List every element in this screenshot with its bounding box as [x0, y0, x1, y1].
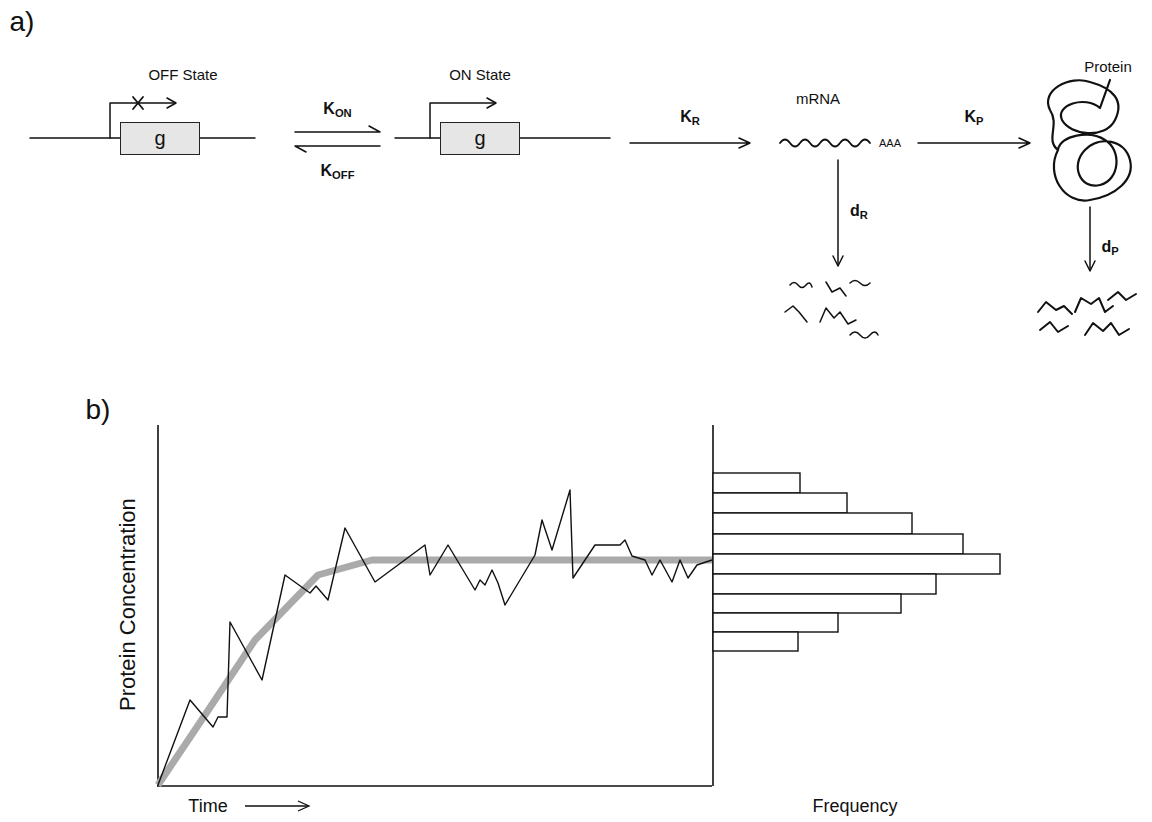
mrna-fragment [826, 282, 846, 296]
poly-a-tail: AAA [879, 137, 901, 150]
histogram-bar [713, 613, 838, 632]
panel-label: b) [86, 394, 111, 426]
axis-title: Time [188, 796, 227, 817]
rate-arrow [918, 138, 1030, 148]
arrow-head [833, 256, 843, 266]
state-heading: ON State [449, 66, 511, 83]
rate-constant: KON [323, 100, 351, 120]
off-cross [133, 97, 143, 109]
rate-constant: dR [850, 202, 868, 222]
arrow-head [1085, 261, 1095, 271]
mrna-fragment [785, 306, 807, 322]
mean-curve [158, 560, 712, 785]
rate-constant: dP [1101, 238, 1118, 258]
histogram-bar [713, 534, 963, 554]
stochastic-trace [158, 490, 712, 785]
gene-box: g [440, 122, 520, 155]
mrna-node: mRNA [775, 85, 915, 165]
axis-title: Frequency [812, 796, 897, 817]
y-axis [157, 425, 159, 786]
histogram-bar [713, 594, 901, 613]
state-heading: OFF State [148, 66, 217, 83]
arrow-head [298, 801, 309, 811]
rate-arrow [630, 138, 750, 148]
state-heading: mRNA [796, 90, 840, 107]
histogram-bar [713, 493, 847, 513]
gene-off-state: OFF State g [30, 60, 255, 160]
histogram-bar [713, 574, 936, 594]
histogram-bar [713, 513, 912, 534]
rate-arrow [295, 146, 380, 152]
protein-node: Protein [1035, 55, 1142, 210]
mrna-fragment [820, 308, 856, 324]
rate-constant: KOFF [321, 162, 355, 182]
mrna-strand [780, 140, 870, 147]
panel-label: a) [10, 6, 35, 38]
protein-fragment [1040, 322, 1068, 332]
rate-arrow [295, 126, 380, 132]
histogram-bar [713, 554, 1000, 574]
protein-fragment [1108, 292, 1136, 300]
x-axis [157, 785, 712, 787]
arrow-head [487, 98, 496, 108]
gene-name: g [154, 127, 165, 150]
state-heading: Protein [1084, 58, 1132, 75]
histogram-bar [713, 632, 798, 651]
gene-box: g [120, 122, 200, 155]
histogram-bar [713, 473, 800, 493]
rate-constant: KR [680, 108, 700, 128]
mrna-fragment [850, 281, 870, 286]
time-arrow [245, 805, 308, 806]
axis-title: Protein Concentration [114, 499, 139, 712]
arrow-head [167, 98, 176, 108]
decay-arrow [1089, 207, 1091, 270]
decay-arrow [837, 160, 839, 265]
mrna-fragment [790, 283, 812, 288]
rate-constant: KP [964, 108, 983, 128]
gene-name: g [474, 127, 485, 150]
protein-fragment [1085, 323, 1129, 335]
mrna-fragment [850, 332, 878, 338]
protein-blob [1048, 80, 1131, 201]
gene-on-state: ON State g [395, 60, 610, 160]
protein-fragment [1038, 302, 1072, 314]
